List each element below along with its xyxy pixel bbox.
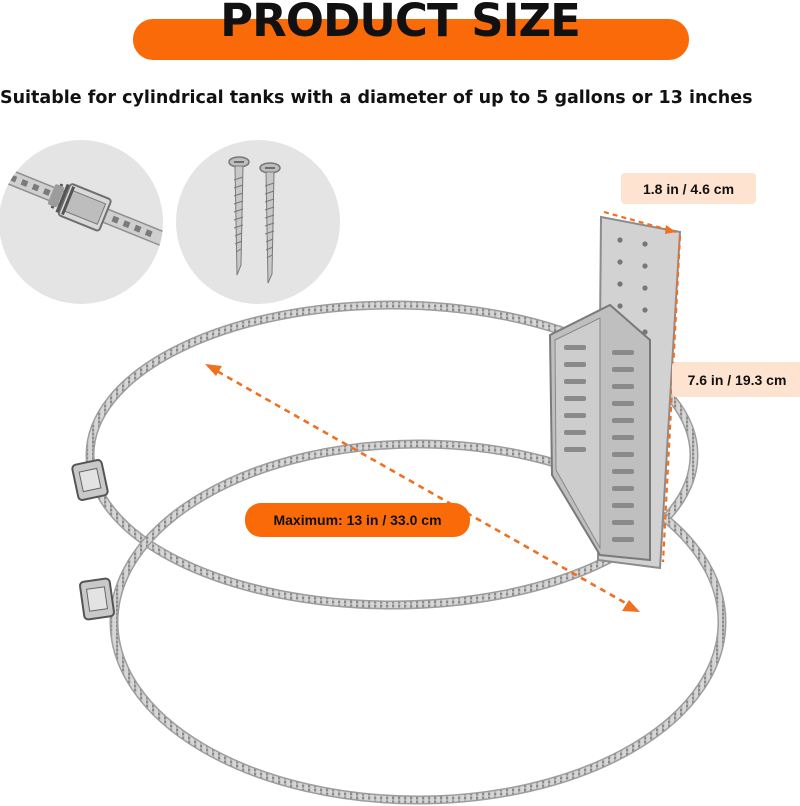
width-label: 1.8 in / 4.6 cm <box>621 173 756 204</box>
mounting-bracket <box>548 215 682 570</box>
width-dimension-line <box>603 210 677 234</box>
page-title: PRODUCT SIZE <box>220 0 581 47</box>
lower-clamp-housing <box>79 577 115 621</box>
lower-hose-clamp-ring <box>109 439 727 805</box>
max-diameter-label: Maximum: 13 in / 33.0 cm <box>245 503 470 537</box>
clamp-detail-icon <box>0 166 163 253</box>
product-subtitle: Suitable for cylindrical tanks with a di… <box>0 88 753 108</box>
upper-clamp-housing <box>71 459 109 501</box>
clamp-detail-circle <box>0 140 163 304</box>
width-label-text: 1.8 in / 4.6 cm <box>621 173 756 204</box>
height-label: 7.6 in / 19.3 cm <box>672 362 800 397</box>
diameter-dimension-line <box>207 364 637 611</box>
width-arrow-head <box>665 225 676 234</box>
screws-icon <box>228 156 281 284</box>
upper-hose-clamp-ring <box>85 300 699 610</box>
diameter-arrow-start <box>205 364 222 376</box>
screws-detail-circle <box>176 140 340 304</box>
height-label-text: 7.6 in / 19.3 cm <box>672 362 800 397</box>
height-dimension-line <box>661 235 682 563</box>
title-banner <box>133 19 689 60</box>
diameter-arrow-end <box>622 600 640 612</box>
max-diameter-label-text: Maximum: 13 in / 33.0 cm <box>273 512 442 528</box>
